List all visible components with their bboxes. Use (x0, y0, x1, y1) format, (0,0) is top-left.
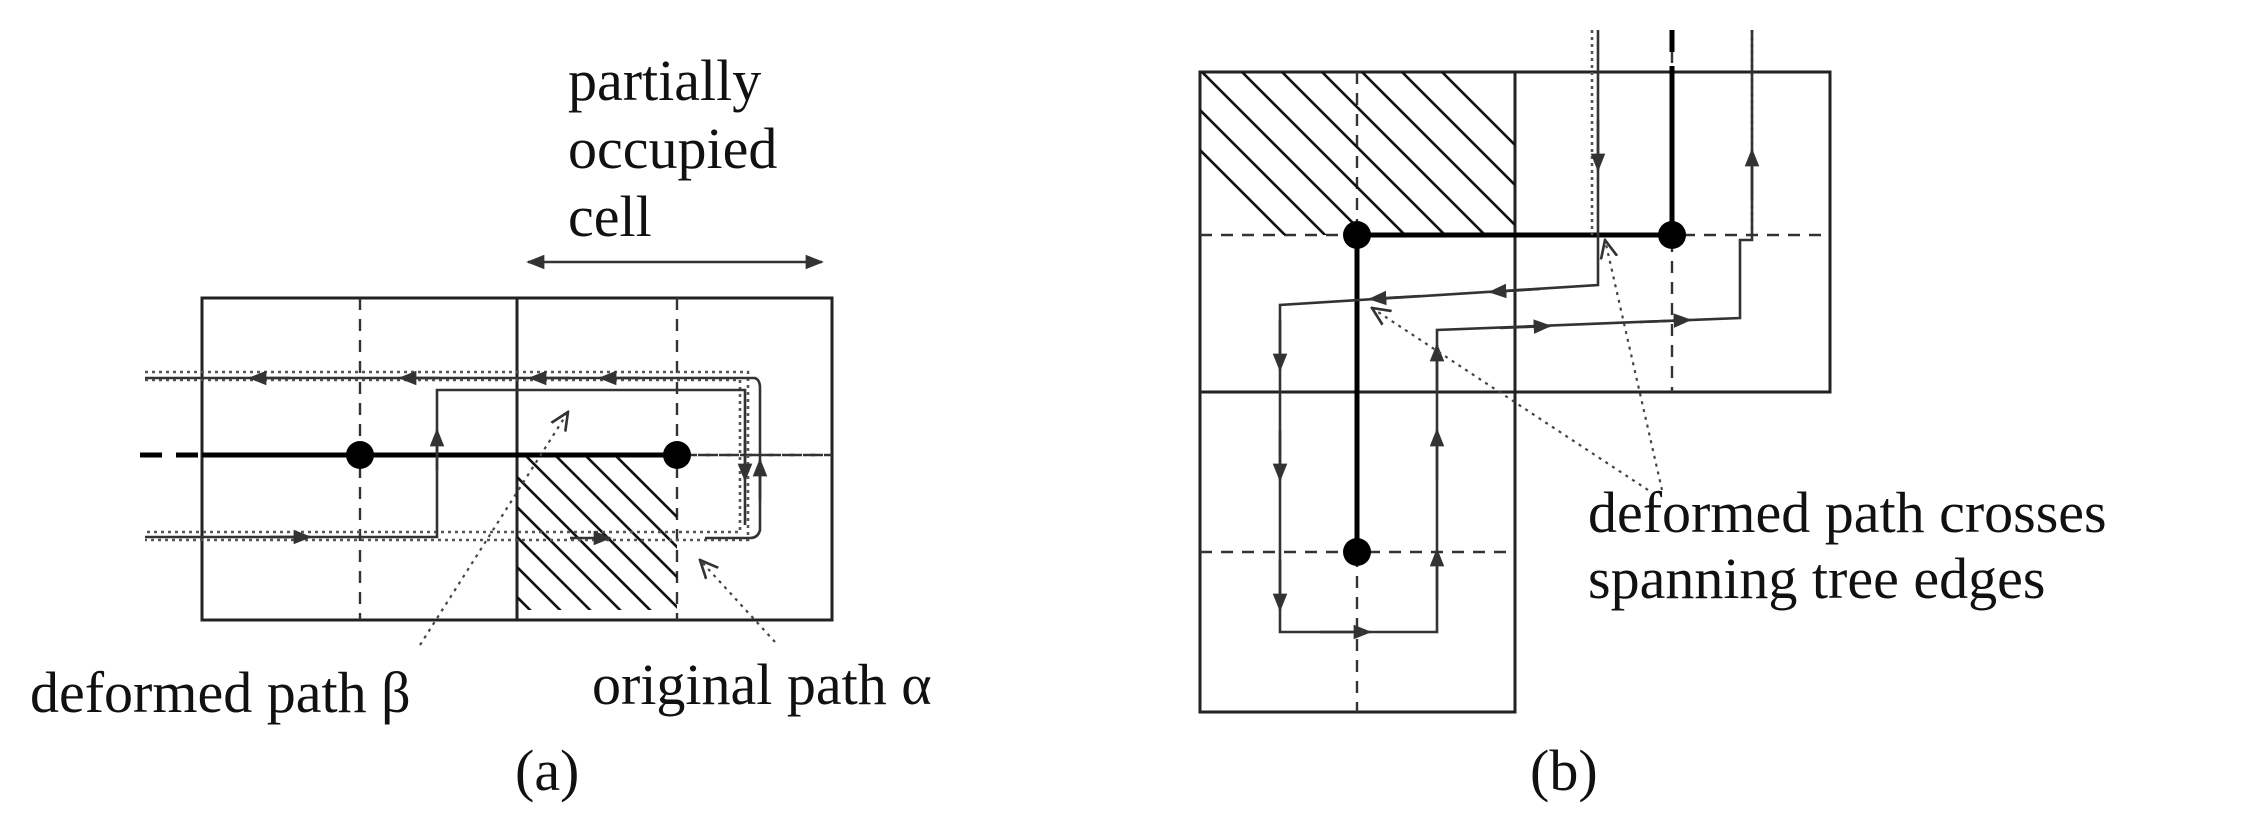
direction-arrow (1499, 319, 1552, 334)
pointer-original-path (700, 560, 776, 643)
pointer-crossing (1605, 240, 1664, 491)
label-deformed-path-beta: deformed path β (30, 660, 411, 725)
direction-arrow (1639, 313, 1692, 328)
tree-node (1343, 538, 1371, 566)
direction-arrow (1368, 290, 1421, 306)
label-occupied: occupied (568, 116, 777, 181)
tree-node (1658, 221, 1686, 249)
label-partially: partially (568, 48, 761, 113)
tree-node (346, 441, 374, 469)
deformed-path-loop (1278, 30, 1754, 634)
caption-a: (a) (515, 738, 579, 803)
tree-node (663, 441, 691, 469)
pointer-deformed-path (419, 412, 568, 646)
label-deformed-path-crosses: deformed path crosses (1588, 480, 2107, 545)
deformed-path-beta-inner (145, 388, 747, 539)
occupied-region-hatch (1200, 72, 1515, 235)
occupied-region-hatch (517, 455, 677, 610)
original-path-alpha-inner (145, 378, 742, 534)
original-path-alpha (145, 370, 750, 542)
caption-b: (b) (1530, 738, 1598, 803)
panel-b-diagram (1198, 30, 1832, 714)
tree-node (1343, 221, 1371, 249)
label-spanning-tree-edges: spanning tree edges (1588, 546, 2045, 611)
panel-a-diagram (140, 254, 834, 646)
pointer-crossing (1372, 308, 1649, 491)
label-original-path-alpha: original path α (592, 652, 932, 717)
direction-arrow (1488, 283, 1541, 299)
cell-right-partially-occupied (515, 296, 834, 622)
label-cell: cell (568, 184, 652, 249)
